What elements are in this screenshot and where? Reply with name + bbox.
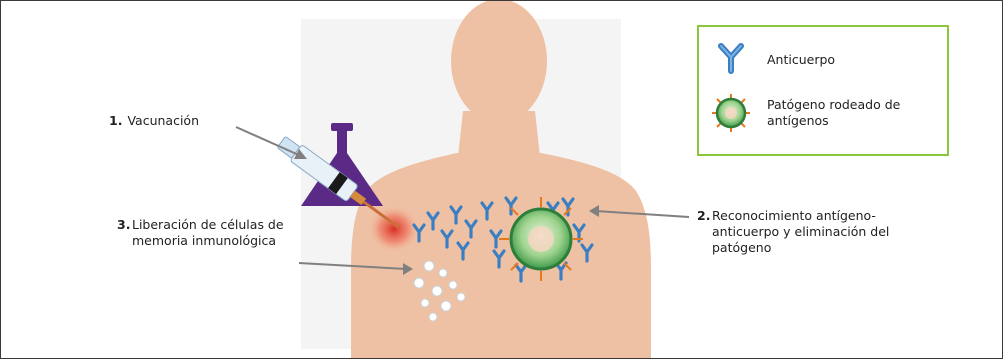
- step-2-label: 2. Reconocimiento antígeno-anticuerpo y …: [697, 208, 927, 256]
- step-3-number: 3.: [117, 217, 130, 233]
- step-3-text: Liberación de células de memoria inmunol…: [117, 217, 327, 249]
- step-1-label: 1. Vacunación: [109, 113, 199, 129]
- step-2-text: Reconocimiento antígeno-anticuerpo y eli…: [697, 208, 927, 256]
- antibody-icon: [711, 41, 751, 77]
- legend-box: Anticuerpo Patógeno rodeado de antígenos: [697, 25, 949, 156]
- legend-antibody-label: Anticuerpo: [767, 52, 835, 68]
- step-2-number: 2.: [697, 208, 710, 224]
- step-1-number: 1.: [109, 113, 122, 128]
- pathogen-cell: [499, 197, 583, 281]
- pathogen-icon: [709, 91, 753, 135]
- step-1-text: Vacunación: [127, 113, 199, 128]
- step-3-label: 3. Liberación de células de memoria inmu…: [117, 217, 327, 249]
- legend-pathogen-label: Patógeno rodeado de antígenos: [767, 97, 937, 129]
